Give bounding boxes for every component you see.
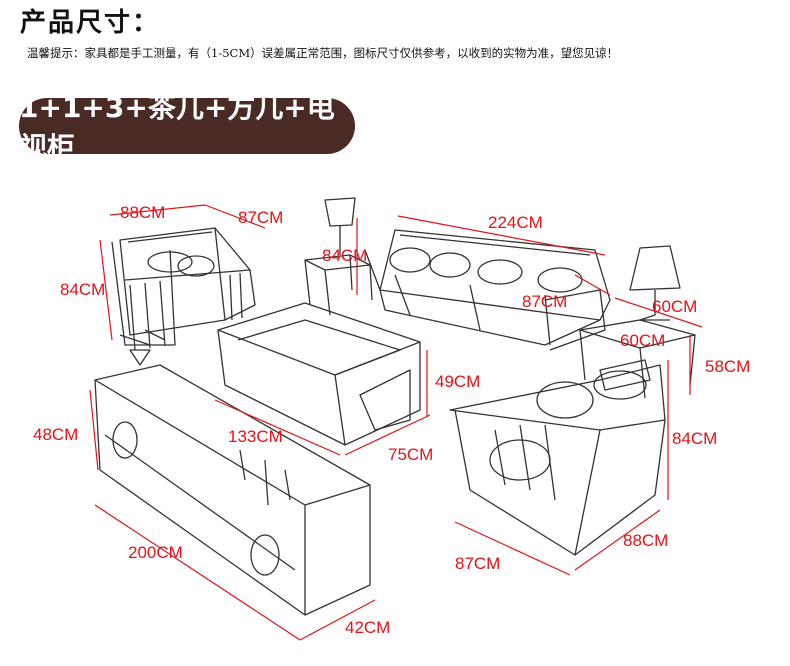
- armchair-right-drawing: [449, 359, 666, 556]
- coffee-table-drawing: [217, 302, 421, 446]
- tv-cabinet-drawing: [94, 329, 371, 616]
- dim-sofa-length: 224CM: [488, 213, 543, 232]
- set-composition-badge: 1+1+3+茶几+方几+电视柜: [19, 91, 355, 164]
- dim-square-table-height: 58CM: [705, 357, 751, 376]
- armchair-left-drawing: [111, 227, 256, 351]
- square-table-drawing: [579, 319, 696, 399]
- dim-chair-right-height: 84CM: [672, 429, 718, 448]
- dim-chair-right-width: 88CM: [623, 531, 669, 550]
- page-title: 产品尺寸：: [20, 8, 161, 38]
- lamp-right-drawing: [629, 245, 681, 321]
- dim-chair-right-depth: 87CM: [455, 554, 501, 573]
- sofa-three-seat-drawing: [364, 229, 611, 351]
- dim-tv-cabinet-height: 48CM: [33, 425, 79, 444]
- dim-armchair-width: 88CM: [120, 203, 166, 222]
- dim-armchair-depth: 87CM: [238, 208, 284, 227]
- dim-coffee-table-height: 49CM: [435, 372, 481, 391]
- dim-sofa-depth: 87CM: [522, 292, 568, 311]
- measurement-notice: 温馨提示：家具都是手工测量，有（1-5CM）误差属正常范围，图标尺寸仅供参考，以…: [27, 46, 619, 60]
- dim-armchair-height: 84CM: [60, 280, 106, 299]
- dim-coffee-table-width: 75CM: [388, 445, 434, 464]
- furniture-sketch: [89, 197, 703, 641]
- dim-side-table-height: 84CM: [322, 246, 368, 265]
- dim-tv-cabinet-length: 200CM: [128, 543, 183, 562]
- dim-coffee-table-length: 133CM: [228, 427, 283, 446]
- dim-square-table-depth: 60CM: [620, 331, 666, 350]
- dim-square-table-width: 60CM: [652, 297, 698, 316]
- dim-tv-cabinet-depth: 42CM: [345, 618, 391, 637]
